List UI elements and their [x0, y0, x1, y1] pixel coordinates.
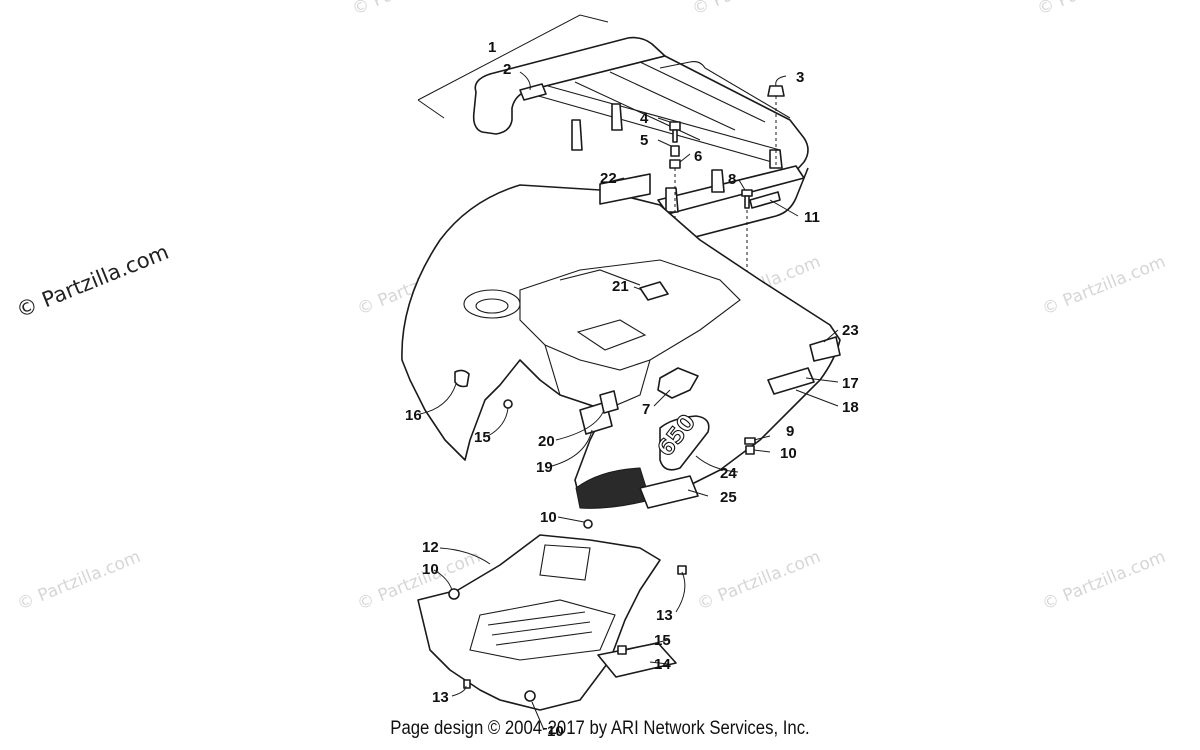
- storage-compartment-opening: [519, 259, 741, 371]
- callout-16: 16: [405, 407, 422, 424]
- callout-labels: 1 2 3 4 5 6 8 11 22 21 23 17 18 7 9 10 1…: [405, 39, 859, 740]
- rivet-16: [454, 369, 470, 388]
- callout-6: 6: [694, 148, 702, 165]
- callout-15: 15: [474, 429, 491, 446]
- nut-10: [448, 588, 460, 600]
- nut-10: [745, 445, 755, 455]
- callout-15: 15: [654, 632, 671, 649]
- fender-shell: [401, 184, 841, 501]
- callout-10: 10: [547, 723, 564, 740]
- rack-mount-foot: [665, 187, 679, 213]
- callout-21: 21: [612, 278, 629, 295]
- callout-10: 10: [780, 445, 797, 462]
- watermark: © Partzilla.com: [349, 0, 478, 20]
- callout-1: 1: [488, 39, 496, 56]
- decal-22: [599, 173, 651, 205]
- fender-recess-inner: [475, 298, 509, 314]
- callout-13: 13: [432, 689, 449, 706]
- screw-13: [677, 565, 687, 575]
- callout-2: 2: [503, 61, 511, 78]
- callout-18: 18: [842, 399, 859, 416]
- callout-13: 13: [656, 607, 673, 624]
- cap-7: [657, 367, 699, 399]
- callout-11: 11: [804, 209, 820, 226]
- watermark: © Partzilla.com: [1039, 252, 1168, 320]
- rack-mount-foot: [611, 103, 623, 131]
- watermark: © Partzilla.com: [694, 547, 823, 615]
- bolt-shank: [672, 129, 678, 143]
- callout-23: 23: [842, 322, 859, 339]
- reflector-17: [767, 367, 815, 395]
- nut: [669, 159, 681, 169]
- callout-24: 24: [720, 465, 737, 482]
- watermark: © Partzilla.com: [14, 547, 143, 615]
- watermark: © Partzilla.com: [1034, 0, 1163, 20]
- callout-8: 8: [728, 171, 736, 188]
- decal-24: [659, 415, 710, 471]
- callout-12: 12: [422, 539, 439, 556]
- footwell-side-wall: [539, 544, 591, 581]
- rack-crossbar: [534, 85, 781, 163]
- warning-decal-21: [639, 281, 669, 301]
- washer-9: [744, 437, 756, 445]
- rear-rack: [472, 36, 809, 246]
- callout-9: 9: [786, 423, 794, 440]
- rack-left-rail: [472, 36, 666, 135]
- rack-assembly-bracket: [417, 14, 609, 119]
- rack-clip: [519, 83, 547, 101]
- callout-5: 5: [640, 132, 648, 149]
- rack-cap: [767, 85, 785, 97]
- leader-lines: [419, 71, 839, 731]
- panel-ridge: [559, 269, 641, 286]
- rear-body-panel: 650: [401, 173, 841, 509]
- footwell-panel: [417, 519, 687, 711]
- rack-mount-foot: [711, 169, 725, 193]
- callout-3: 3: [796, 69, 804, 86]
- callout-20: 20: [538, 433, 555, 450]
- screw-13: [463, 679, 471, 689]
- screw-15: [617, 645, 627, 655]
- callout-17: 17: [842, 375, 859, 392]
- callout-7: 7: [642, 401, 650, 418]
- callout-14: 14: [654, 656, 671, 673]
- watermark: © Partzilla.com: [689, 0, 818, 20]
- rivet-15: [503, 399, 513, 409]
- spacer: [670, 145, 680, 157]
- nut-10: [583, 519, 593, 529]
- nut-10: [524, 690, 536, 702]
- side-watermark: © Partzilla.com: [13, 240, 172, 323]
- footrest-tread: [469, 599, 616, 661]
- screw-shank: [744, 195, 750, 209]
- fender-recess: [463, 289, 521, 319]
- rack-top-hoop: [659, 61, 791, 119]
- callout-10: 10: [422, 561, 439, 578]
- callout-22: 22: [600, 170, 617, 187]
- tread-ribs: [487, 611, 593, 646]
- copyright-footer: Page design © 2004-2017 by ARI Network S…: [390, 718, 810, 739]
- decal-20: [599, 390, 619, 414]
- decal-25: [639, 475, 699, 509]
- callout-19: 19: [536, 459, 553, 476]
- callout-25: 25: [720, 489, 737, 506]
- bolt-head: [669, 121, 681, 131]
- rack-mount-foot: [571, 119, 583, 151]
- screw-head: [741, 189, 753, 197]
- compartment-floor-plate: [576, 319, 647, 351]
- callout-4: 4: [640, 110, 649, 127]
- callout-10: 10: [540, 509, 557, 526]
- rack-decal-strip: [749, 191, 781, 209]
- watermark: © Partzilla.com: [1039, 547, 1168, 615]
